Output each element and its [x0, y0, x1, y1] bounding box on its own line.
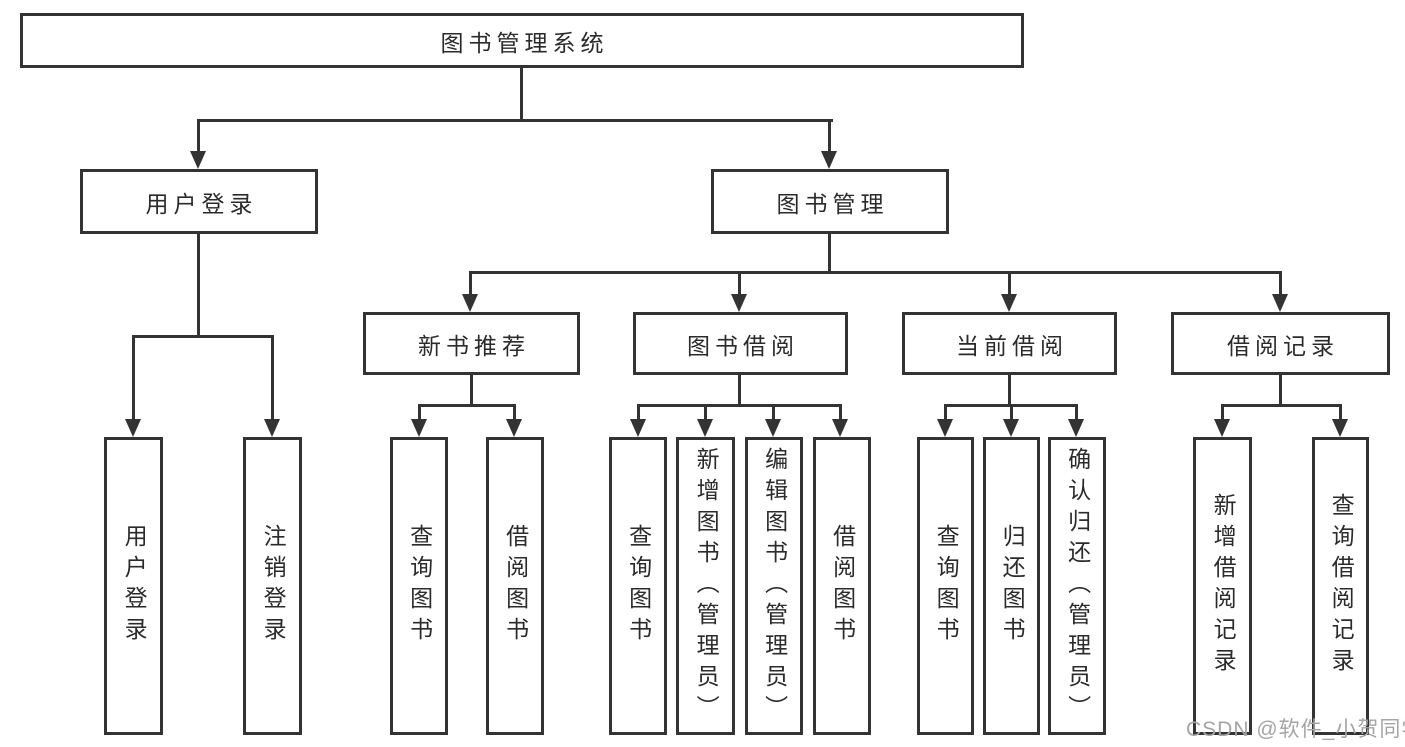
connector	[637, 404, 640, 421]
connector	[469, 271, 1282, 274]
arrow-down-icon	[1332, 419, 1348, 437]
connector	[418, 404, 515, 407]
node-label: 当前借阅	[956, 332, 1068, 359]
arrow-down-icon	[630, 419, 646, 437]
node-library-management-system: 图书管理系统	[20, 13, 1024, 68]
node-label: 查询图书	[625, 524, 652, 648]
connector	[772, 404, 775, 421]
arrow-down-icon	[506, 419, 522, 437]
node-book-borrowing: 图书借阅	[633, 312, 848, 375]
connector	[637, 404, 842, 407]
connector	[944, 404, 947, 421]
connector	[197, 233, 200, 337]
node-label: 确认归还（管理员）	[1064, 446, 1091, 726]
arrow-down-icon	[411, 419, 427, 437]
arrow-down-icon	[1272, 294, 1288, 312]
arrow-down-icon	[1003, 419, 1019, 437]
node-user-login-branch: 用户登录	[80, 169, 318, 234]
connector	[738, 374, 741, 406]
connector	[132, 335, 135, 421]
leaf-return-books: 归还图书	[983, 437, 1040, 735]
connector	[520, 68, 523, 121]
node-label: 图书借阅	[687, 332, 799, 359]
node-label: 借阅图书	[829, 524, 856, 648]
connector	[1075, 404, 1078, 421]
arrow-down-icon	[697, 419, 713, 437]
connector	[1339, 404, 1342, 421]
node-label: 查询图书	[933, 524, 960, 648]
leaf-query-borrow-record: 查询借阅记录	[1312, 437, 1369, 735]
arrow-down-icon	[125, 419, 141, 437]
arrow-down-icon	[821, 151, 837, 169]
node-label: 新增图书（管理员）	[693, 446, 720, 726]
connector	[1221, 404, 1342, 407]
node-label: 借阅记录	[1227, 332, 1339, 359]
connector	[469, 271, 472, 296]
arrow-down-icon	[1068, 419, 1084, 437]
connector	[132, 335, 273, 338]
node-label: 查询图书	[406, 524, 433, 648]
connector	[704, 404, 707, 421]
connector	[1279, 374, 1282, 406]
leaf-query-books-recommend: 查询图书	[390, 437, 448, 735]
node-current-borrowing: 当前借阅	[902, 312, 1117, 375]
node-book-management-branch: 图书管理	[711, 169, 949, 234]
leaf-edit-books-admin: 编辑图书（管理员）	[745, 437, 803, 735]
node-borrowing-records: 借阅记录	[1171, 312, 1390, 375]
arrow-down-icon	[765, 419, 781, 437]
connector	[1008, 271, 1011, 296]
leaf-add-books-admin: 新增图书（管理员）	[676, 437, 735, 735]
node-label: 新增借阅记录	[1210, 493, 1237, 679]
leaf-user-login: 用户登录	[104, 437, 163, 735]
node-label: 查询借阅记录	[1328, 493, 1355, 679]
leaf-logout: 注销登录	[243, 437, 302, 735]
node-label: 图书管理系统	[440, 29, 609, 56]
csdn-watermark: CSDN @软件_小贺同学	[1186, 718, 1405, 741]
node-label: 注销登录	[260, 524, 287, 648]
arrow-down-icon	[190, 151, 206, 169]
leaf-borrow-books: 借阅图书	[813, 437, 871, 735]
connector	[513, 404, 516, 421]
arrow-down-icon	[462, 294, 478, 312]
node-label: 新书推荐	[418, 332, 530, 359]
arrow-down-icon	[1214, 419, 1230, 437]
connector	[271, 335, 274, 421]
arrow-down-icon	[832, 419, 848, 437]
connector	[197, 119, 200, 153]
leaf-borrow-books-recommend: 借阅图书	[486, 437, 544, 735]
node-label: 借阅图书	[502, 524, 529, 648]
connector	[839, 404, 842, 421]
connector	[1010, 404, 1013, 421]
leaf-add-borrow-record: 新增借阅记录	[1193, 437, 1252, 735]
node-label: 图书管理	[776, 190, 889, 217]
leaf-query-books-current: 查询图书	[917, 437, 974, 735]
node-label: 用户登录	[145, 190, 258, 217]
connector	[197, 119, 833, 122]
connector	[828, 119, 831, 153]
connector	[1279, 271, 1282, 296]
leaf-query-books-borrowing: 查询图书	[609, 437, 667, 735]
arrow-down-icon	[1001, 294, 1017, 312]
node-label: 编辑图书（管理员）	[761, 446, 788, 726]
connector	[418, 404, 421, 421]
leaf-confirm-return-admin: 确认归还（管理员）	[1048, 437, 1106, 735]
connector	[828, 233, 831, 273]
arrow-down-icon	[264, 419, 280, 437]
node-label: 归还图书	[999, 524, 1026, 648]
node-label: 用户登录	[121, 524, 148, 648]
arrow-down-icon	[937, 419, 953, 437]
connector	[470, 374, 473, 406]
connector	[738, 271, 741, 296]
arrow-down-icon	[731, 294, 747, 312]
connector	[1221, 404, 1224, 421]
node-new-book-recommend: 新书推荐	[363, 312, 580, 375]
connector	[1008, 374, 1011, 406]
